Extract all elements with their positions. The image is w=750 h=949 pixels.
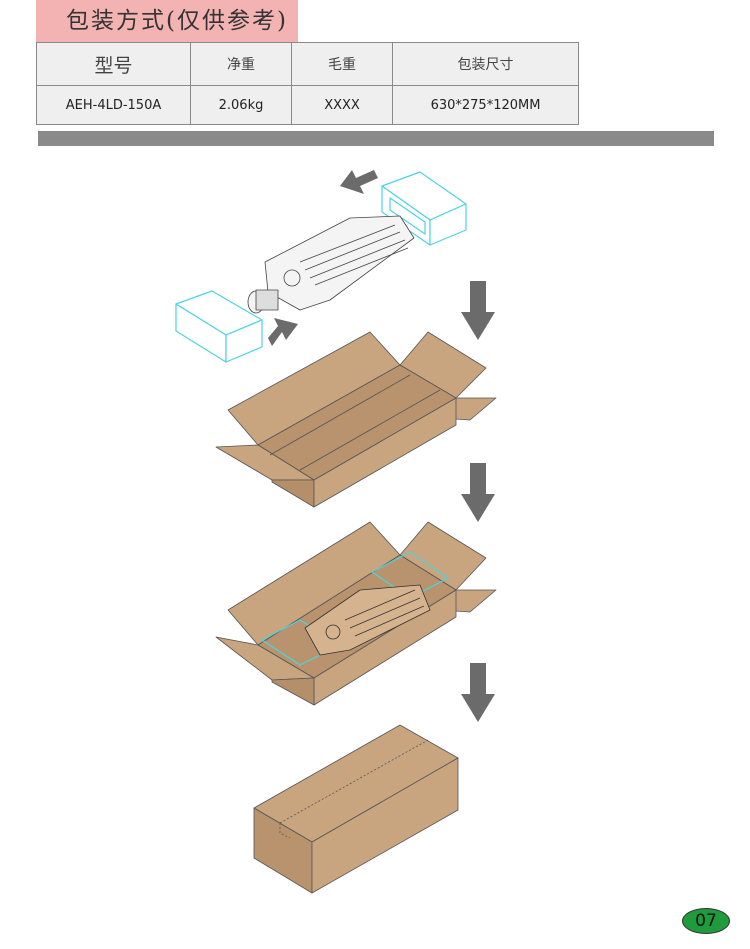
cell-net-weight: 2.06kg <box>190 85 292 125</box>
foam-block-bottom <box>175 290 263 363</box>
page-number-badge: 07 <box>682 908 730 934</box>
cell-gross-weight: XXXX <box>291 85 393 125</box>
arrow-down-icon <box>461 281 495 722</box>
section-title: 包装方式(仅供参考) <box>36 0 298 42</box>
closed-box <box>253 724 459 894</box>
open-box-empty <box>215 331 497 508</box>
open-box-with-lamp <box>215 521 497 706</box>
header-package-size: 包装尺寸 <box>392 42 579 86</box>
spec-table: 型号 净重 毛重 包装尺寸 AEH-4LD-150A 2.06kg XXXX 6… <box>36 42 579 125</box>
cell-package-size: 630*275*120MM <box>392 85 579 125</box>
street-light-fixture <box>247 215 415 314</box>
foam-block-top <box>381 171 467 246</box>
table-header-row: 型号 净重 毛重 包装尺寸 <box>36 42 579 86</box>
divider-bar <box>38 131 714 146</box>
header-net-weight: 净重 <box>190 42 292 86</box>
arrow-icon <box>268 170 378 346</box>
table-row: AEH-4LD-150A 2.06kg XXXX 630*275*120MM <box>36 85 579 125</box>
header-model: 型号 <box>36 42 191 86</box>
cell-model: AEH-4LD-150A <box>36 85 191 125</box>
